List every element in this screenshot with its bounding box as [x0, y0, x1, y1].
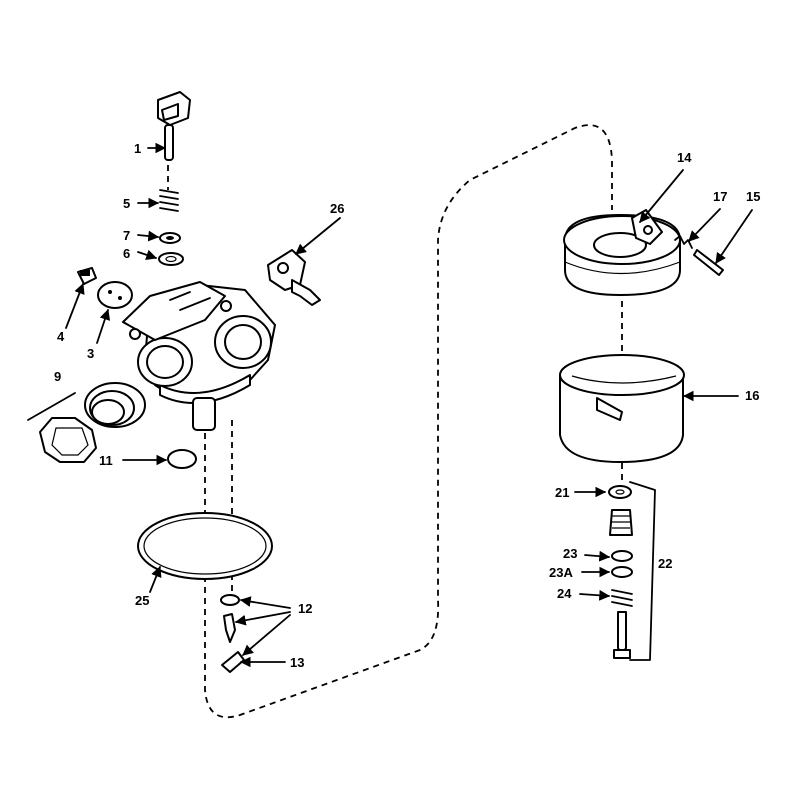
label-4: 4 — [57, 329, 65, 344]
label-23a: 23A — [549, 565, 573, 580]
choke-lever-part — [157, 91, 191, 161]
float-part — [563, 209, 681, 296]
label-24: 24 — [557, 586, 572, 601]
label-17: 17 — [713, 189, 727, 204]
label-7: 7 — [123, 228, 130, 243]
spring-part — [159, 189, 179, 212]
leader-lines — [65, 142, 753, 668]
label-15: 15 — [746, 189, 760, 204]
label-6: 6 — [123, 246, 130, 261]
primer-bulb-part — [39, 382, 146, 463]
choke-plate-part — [97, 281, 133, 309]
hinge-pin-part — [693, 249, 724, 276]
label-1: 1 — [134, 141, 141, 156]
label-21: 21 — [555, 485, 569, 500]
label-5: 5 — [123, 196, 130, 211]
fuel-fitting-part — [267, 249, 321, 306]
screw-part — [77, 267, 97, 285]
label-26: 26 — [330, 201, 344, 216]
needle-valve-assembly — [609, 509, 633, 659]
needle-12-part — [223, 613, 236, 643]
label-16: 16 — [745, 388, 759, 403]
label-11: 11 — [99, 453, 113, 468]
label-13: 13 — [290, 655, 304, 670]
label-3: 3 — [87, 346, 94, 361]
washer-12-part — [220, 594, 240, 606]
dashed-assembly-path — [204, 124, 613, 719]
label-14: 14 — [677, 150, 692, 165]
washer-part — [158, 252, 184, 266]
bowl-gasket-part — [137, 512, 273, 580]
oval-disc-part — [167, 449, 197, 469]
label-12: 12 — [298, 601, 312, 616]
label-25: 25 — [135, 593, 149, 608]
bracket-9 — [27, 392, 76, 421]
label-23: 23 — [563, 546, 577, 561]
bracket-22 — [629, 481, 656, 661]
float-spring-part — [674, 235, 693, 249]
label-9: 9 — [54, 369, 61, 384]
washer-21-part — [608, 485, 632, 499]
carburetor-body-part — [122, 281, 276, 431]
float-bowl-part — [559, 354, 685, 463]
label-22: 22 — [658, 556, 672, 571]
